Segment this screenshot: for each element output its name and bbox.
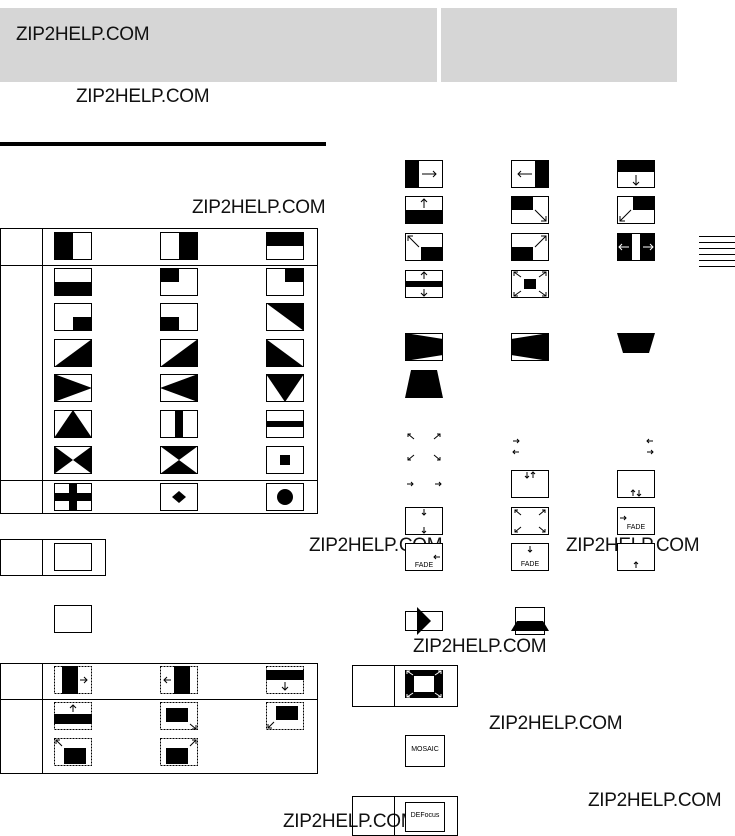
table-divider [42, 663, 43, 774]
wipe-pattern-icon[interactable] [266, 410, 304, 438]
fade-icon[interactable]: FADE [405, 543, 443, 571]
watermark: ZIP2HELP.COM [192, 197, 326, 218]
wipe-pattern-icon[interactable] [54, 483, 92, 511]
blank-pattern-icon[interactable] [54, 605, 92, 633]
defocus-icon[interactable]: DEFocus [405, 802, 445, 832]
wipe-diagonal-icon[interactable] [511, 233, 549, 261]
page-turn-icon[interactable] [405, 607, 443, 635]
page-turn-icon[interactable] [511, 607, 549, 635]
slide-pattern-icon[interactable] [266, 702, 304, 730]
wipe-pattern-icon[interactable] [54, 339, 92, 367]
table-divider [42, 228, 43, 514]
wipe-pattern-icon[interactable] [54, 268, 92, 296]
watermark: ZIP2HELP.COM [413, 636, 547, 657]
wipe-pattern-icon[interactable] [160, 303, 198, 331]
frame-table [352, 665, 458, 707]
arrows-diagonal-icon[interactable] [405, 433, 443, 461]
wipe-pattern-icon[interactable] [54, 374, 92, 402]
table-divider [0, 480, 318, 481]
mosaic-icon[interactable]: MOSAIC [405, 735, 445, 767]
slide-pattern-icon[interactable] [160, 666, 198, 694]
wipe-pattern-icon[interactable] [266, 339, 304, 367]
wipe-split-horizontal-icon[interactable] [617, 233, 655, 261]
arrows-down-icon[interactable] [405, 507, 443, 535]
wipe-down-icon[interactable] [617, 160, 655, 188]
slide-pattern-icon[interactable] [54, 666, 92, 694]
wipe-box-out-icon[interactable] [511, 270, 549, 298]
squeeze-icon[interactable] [405, 370, 443, 398]
wipe-pattern-icon[interactable] [54, 303, 92, 331]
watermark: ZIP2HELP.COM [588, 790, 722, 811]
slide-pattern-icon[interactable] [160, 702, 198, 730]
wipe-pattern-icon[interactable] [54, 232, 92, 260]
arrows-icon[interactable] [617, 433, 655, 461]
wipe-diagonal-icon[interactable] [405, 233, 443, 261]
wipe-pattern-icon[interactable] [160, 232, 198, 260]
wipe-pattern-icon[interactable] [266, 303, 304, 331]
watermark: ZIP2HELP.COM [283, 811, 417, 832]
arrows-diagonal-icon[interactable] [511, 507, 549, 535]
header-left-panel [0, 8, 437, 82]
wipe-pattern-icon[interactable] [54, 446, 92, 474]
split-arrows-icon[interactable] [617, 470, 655, 498]
section-rule [0, 142, 326, 146]
small-table [0, 539, 106, 576]
squeeze-icon[interactable] [617, 333, 655, 361]
fade-icon[interactable]: FADE [511, 543, 549, 571]
slide-pattern-table [0, 663, 318, 774]
wipe-pattern-icon[interactable] [160, 268, 198, 296]
split-arrows-icon[interactable] [511, 470, 549, 498]
fade-icon[interactable] [617, 543, 655, 571]
wipe-split-vertical-icon[interactable] [405, 270, 443, 298]
defocus-label: DEFocus [410, 812, 440, 819]
fade-label: FADE [414, 562, 434, 569]
fade-label: FADE [626, 524, 646, 531]
wipe-pattern-icon[interactable] [266, 232, 304, 260]
header-right-panel [441, 8, 677, 82]
mosaic-label: MOSAIC [411, 746, 439, 753]
slide-pattern-icon[interactable] [54, 738, 92, 766]
table-divider [0, 699, 318, 700]
frame-out-icon[interactable] [405, 670, 443, 698]
wipe-pattern-icon[interactable] [266, 446, 304, 474]
arrows-icon[interactable] [405, 470, 443, 498]
wipe-pattern-table [0, 228, 318, 514]
wipe-pattern-icon[interactable] [160, 446, 198, 474]
wipe-left-icon[interactable] [511, 160, 549, 188]
wipe-pattern-icon[interactable] [160, 339, 198, 367]
table-divider [0, 265, 318, 266]
blank-pattern-icon[interactable] [54, 543, 92, 571]
arrows-icon[interactable] [511, 433, 549, 461]
wipe-pattern-icon[interactable] [266, 483, 304, 511]
wipe-pattern-icon[interactable] [160, 410, 198, 438]
fade-label: FADE [520, 561, 540, 568]
wipe-pattern-icon[interactable] [54, 410, 92, 438]
wipe-diagonal-icon[interactable] [511, 196, 549, 224]
wipe-diagonal-icon[interactable] [617, 196, 655, 224]
wipe-right-icon[interactable] [405, 160, 443, 188]
table-divider [394, 796, 395, 836]
watermark: ZIP2HELP.COM [76, 86, 210, 107]
wipe-up-icon[interactable] [405, 196, 443, 224]
wipe-pattern-icon[interactable] [160, 483, 198, 511]
wipe-pattern-icon[interactable] [266, 268, 304, 296]
slide-pattern-icon[interactable] [160, 738, 198, 766]
section-tab-marker [699, 236, 735, 272]
wipe-pattern-icon[interactable] [160, 374, 198, 402]
squeeze-icon[interactable] [511, 333, 549, 361]
wipe-pattern-icon[interactable] [266, 374, 304, 402]
watermark: ZIP2HELP.COM [489, 713, 623, 734]
fade-icon[interactable]: FADE [617, 507, 655, 535]
slide-pattern-icon[interactable] [266, 666, 304, 694]
slide-pattern-icon[interactable] [54, 702, 92, 730]
header-title: ZIP2HELP.COM [16, 24, 150, 45]
table-divider [42, 539, 43, 576]
squeeze-icon[interactable] [405, 333, 443, 361]
table-divider [394, 665, 395, 707]
